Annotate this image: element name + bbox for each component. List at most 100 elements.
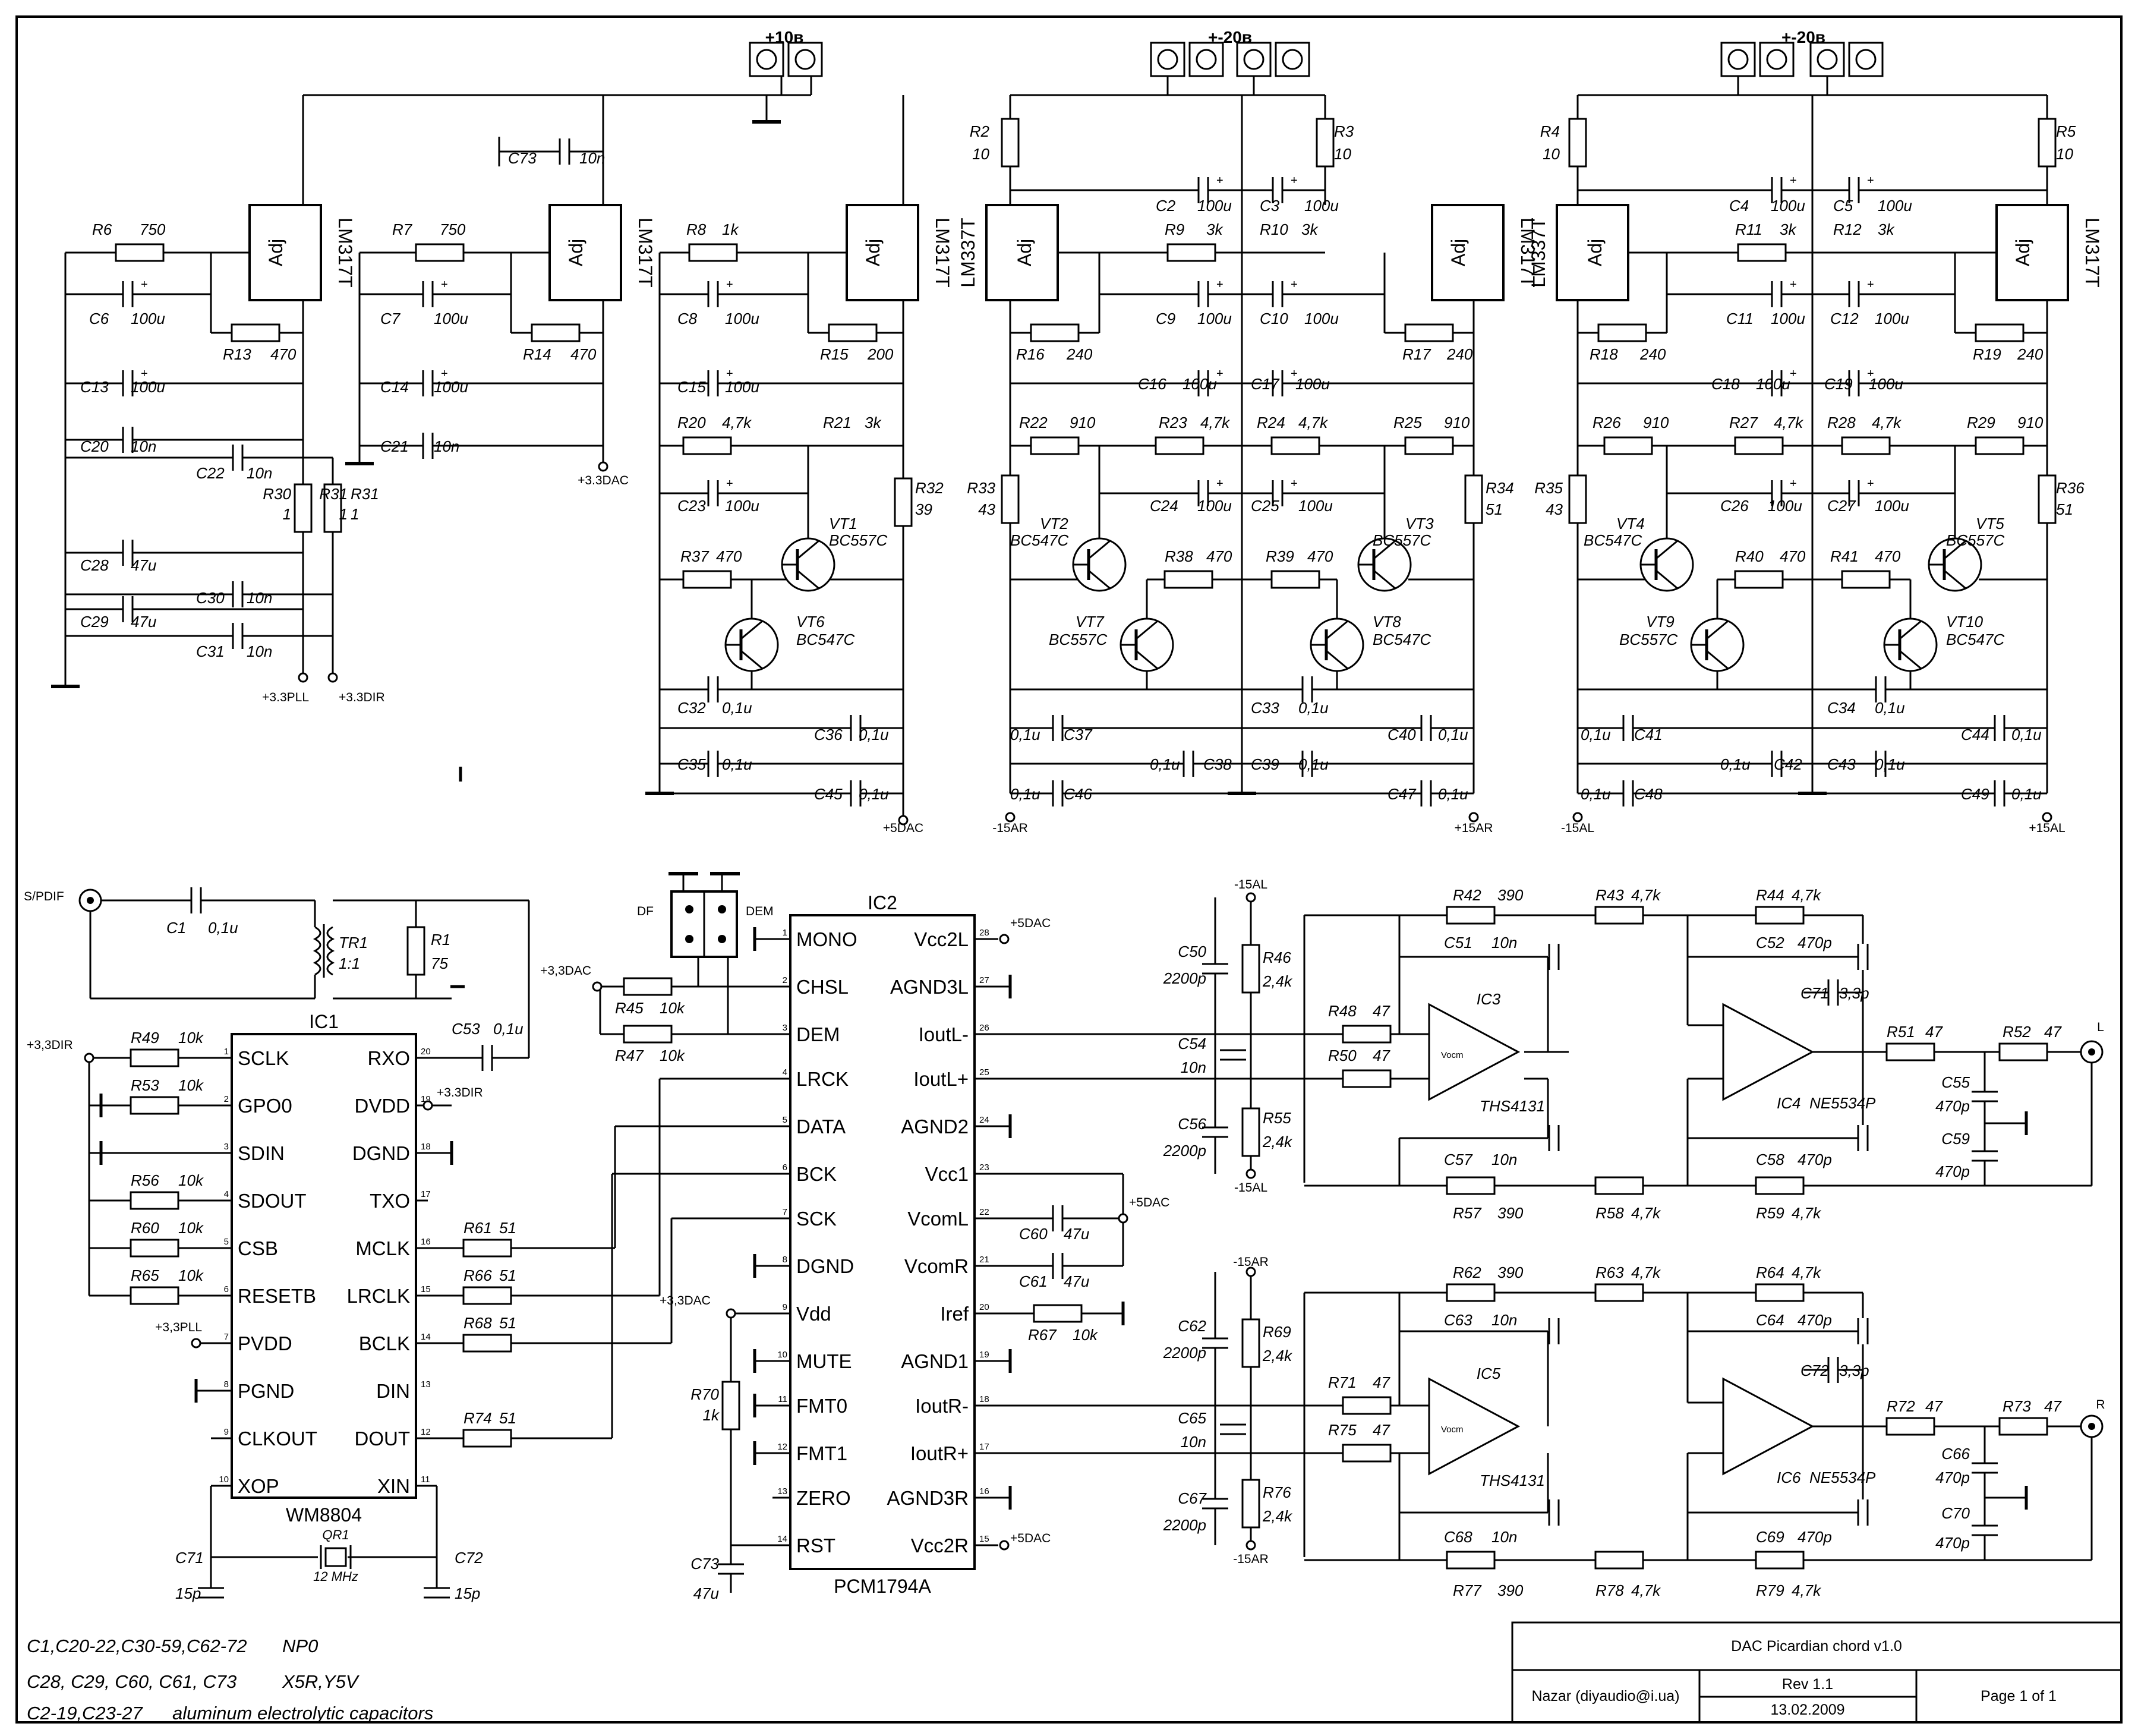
label-ic2-right_pins-2-name: IoutL-	[919, 1023, 969, 1045]
label-parts-c41: C41	[1634, 726, 1663, 743]
label-parts-c37v: 0,1u	[1010, 726, 1040, 743]
label-parts-r28v: 4,7k	[1872, 414, 1902, 431]
label-parts-r29: R29	[1967, 414, 1995, 431]
label-parts-r20: R20	[677, 414, 706, 431]
label-supplies-h2: +-20в	[1208, 28, 1252, 46]
label-ic2-right_pins-0-name: Vcc2L	[914, 928, 969, 950]
label-ic2-left_pins-11-num: 12	[777, 1442, 787, 1452]
label-parts-c72bv: 3,3p	[1839, 1362, 1869, 1379]
label-parts-r46: R46	[1263, 949, 1291, 966]
label-parts-c50v: 2200p	[1163, 969, 1206, 987]
label-parts-c46: C46	[1064, 785, 1092, 803]
label-parts-c69: C69	[1756, 1528, 1784, 1546]
label-ic2-right_pins-5-name: Vcc1	[925, 1163, 969, 1185]
label-regulators-lm337: LM337T	[1528, 218, 1549, 287]
label-parts-r62: R62	[1453, 1264, 1481, 1281]
label-parts-vocm: Vocm	[1441, 1050, 1464, 1060]
label-ic2-left_pins-0-num: 1	[783, 928, 787, 938]
label-ic2-right_pins-9-num: 19	[979, 1350, 989, 1360]
label-regulators-adj: Adj	[265, 239, 286, 266]
label-parts-c68: C68	[1444, 1528, 1472, 1546]
label-parts-r34v: 51	[1486, 500, 1503, 518]
label-parts-c30v: 10n	[247, 589, 272, 607]
label-ic2-left_pins-0-name: MONO	[796, 928, 857, 950]
label-supplies-r_33dir_b: +3,3DIR	[27, 1038, 73, 1052]
label-parts-c46v: 0,1u	[1010, 785, 1040, 803]
label-ic2-right_pins-6-name: VcomL	[907, 1208, 969, 1230]
label-parts-vt5: VT5	[1976, 515, 2004, 533]
label-parts-c47: C47	[1388, 785, 1417, 803]
label-parts-r44v: 4,7k	[1792, 886, 1822, 904]
label-parts-c63v: 10n	[1491, 1311, 1517, 1329]
label-parts-r33: R33	[967, 479, 995, 497]
label-parts-r17v: 240	[1446, 345, 1473, 363]
label-parts-r66v: 51	[499, 1266, 516, 1284]
label-ic2-right_pins-6-num: 22	[979, 1207, 989, 1217]
label-parts-c65: C65	[1178, 1409, 1206, 1427]
label-ic2-left_pins-3-num: 4	[783, 1067, 787, 1077]
label-ic1-left_pins-2-name: SDIN	[238, 1142, 285, 1164]
label-parts-c33v: 0,1u	[1298, 699, 1329, 717]
label-parts-r25: R25	[1393, 414, 1422, 431]
label-parts-r57v: 390	[1497, 1204, 1524, 1222]
label-regulators-lm317: LM317T	[335, 218, 356, 287]
top-connectors	[749, 42, 1884, 77]
label-notes-line2a: C28, C29, C60, C61, C73	[27, 1671, 236, 1692]
label-ic2-right_pins-3-name: IoutL+	[913, 1068, 969, 1090]
label-parts-r6: R6	[92, 220, 112, 238]
label-parts-c66: C66	[1941, 1445, 1970, 1463]
label-ic2-left_pins-8-num: 9	[783, 1302, 787, 1312]
label-parts-r35v: 43	[1546, 500, 1563, 518]
label-parts-c21: C21	[380, 437, 409, 455]
label-ic1-left_pins-9-name: XOP	[238, 1475, 279, 1497]
label-parts-r21: R21	[823, 414, 852, 431]
label-parts-c32v: 0,1u	[722, 699, 752, 717]
label-parts-r63v: 4,7k	[1631, 1264, 1661, 1281]
label-parts-r64v: 4,7k	[1792, 1264, 1822, 1281]
label-parts-c51v: 10n	[1491, 934, 1517, 952]
label-ic2-right_pins-3-num: 25	[979, 1067, 989, 1077]
label-parts-r67v: 10k	[1073, 1326, 1099, 1344]
label-parts-vt4: VT4	[1616, 515, 1645, 533]
label-parts-r70v: 1k	[703, 1406, 720, 1424]
label-ic2-left_pins-11-name: FMT1	[796, 1442, 847, 1464]
label-parts-c28v: 47u	[131, 556, 156, 574]
label-parts-r59v: 4,7k	[1792, 1204, 1822, 1222]
label-parts-c55v: 470p	[1935, 1097, 1970, 1115]
label-parts-c8: C8	[677, 310, 698, 327]
label-parts-c16v: 100u	[1182, 375, 1217, 393]
label-ic1-right_pins-2-name: DGND	[352, 1142, 410, 1164]
label-parts-r26: R26	[1593, 414, 1621, 431]
label-ic1-right_pins-2-num: 18	[421, 1142, 431, 1152]
label-regulators-adj: Adj	[1014, 239, 1035, 266]
label-parts-r53: R53	[131, 1076, 159, 1094]
label-parts-c67: C67	[1178, 1489, 1207, 1507]
label-parts-c27v: 100u	[1875, 497, 1909, 515]
label-parts-c58v: 470p	[1798, 1151, 1832, 1168]
label-parts-r31v: 1	[339, 505, 348, 523]
label-ic2-right_pins-8-name: Iref	[940, 1303, 969, 1325]
label-ic1-right_pins-7-name: DIN	[376, 1380, 410, 1402]
label-parts-c5v: 100u	[1878, 197, 1912, 215]
label-parts-r18v: 240	[1639, 345, 1666, 363]
label-ic2-left_pins-7-name: DGND	[796, 1255, 854, 1277]
transformer-tr1	[313, 924, 335, 978]
label-parts-c42v: 0,1u	[1720, 755, 1751, 773]
label-parts-r32: R32	[915, 479, 944, 497]
label-parts-r33v: 43	[978, 500, 995, 518]
label-parts-c35v: 0,1u	[722, 755, 752, 773]
label-parts-vt9: VT9	[1646, 613, 1675, 631]
label-parts-r42v: 390	[1497, 886, 1524, 904]
label-ic2-left_pins-6-num: 7	[783, 1207, 787, 1217]
label-title_block-author: Nazar (diyaudio@i.ua)	[1531, 1688, 1679, 1705]
label-parts-c59v: 470p	[1935, 1162, 1970, 1180]
label-parts-c68v: 10n	[1491, 1528, 1517, 1546]
label-regulators-adj: Adj	[1584, 239, 1606, 266]
label-parts-r24: R24	[1257, 414, 1285, 431]
label-parts-c40: C40	[1388, 726, 1416, 743]
label-parts-r24v: 4,7k	[1298, 414, 1329, 431]
label-ic2-right_pins-13-name: Vcc2R	[911, 1535, 969, 1557]
label-parts-r52: R52	[2003, 1023, 2031, 1041]
label-parts-r69v: 2,4k	[1262, 1347, 1293, 1365]
label-parts-c39v: 0,1u	[1298, 755, 1329, 773]
